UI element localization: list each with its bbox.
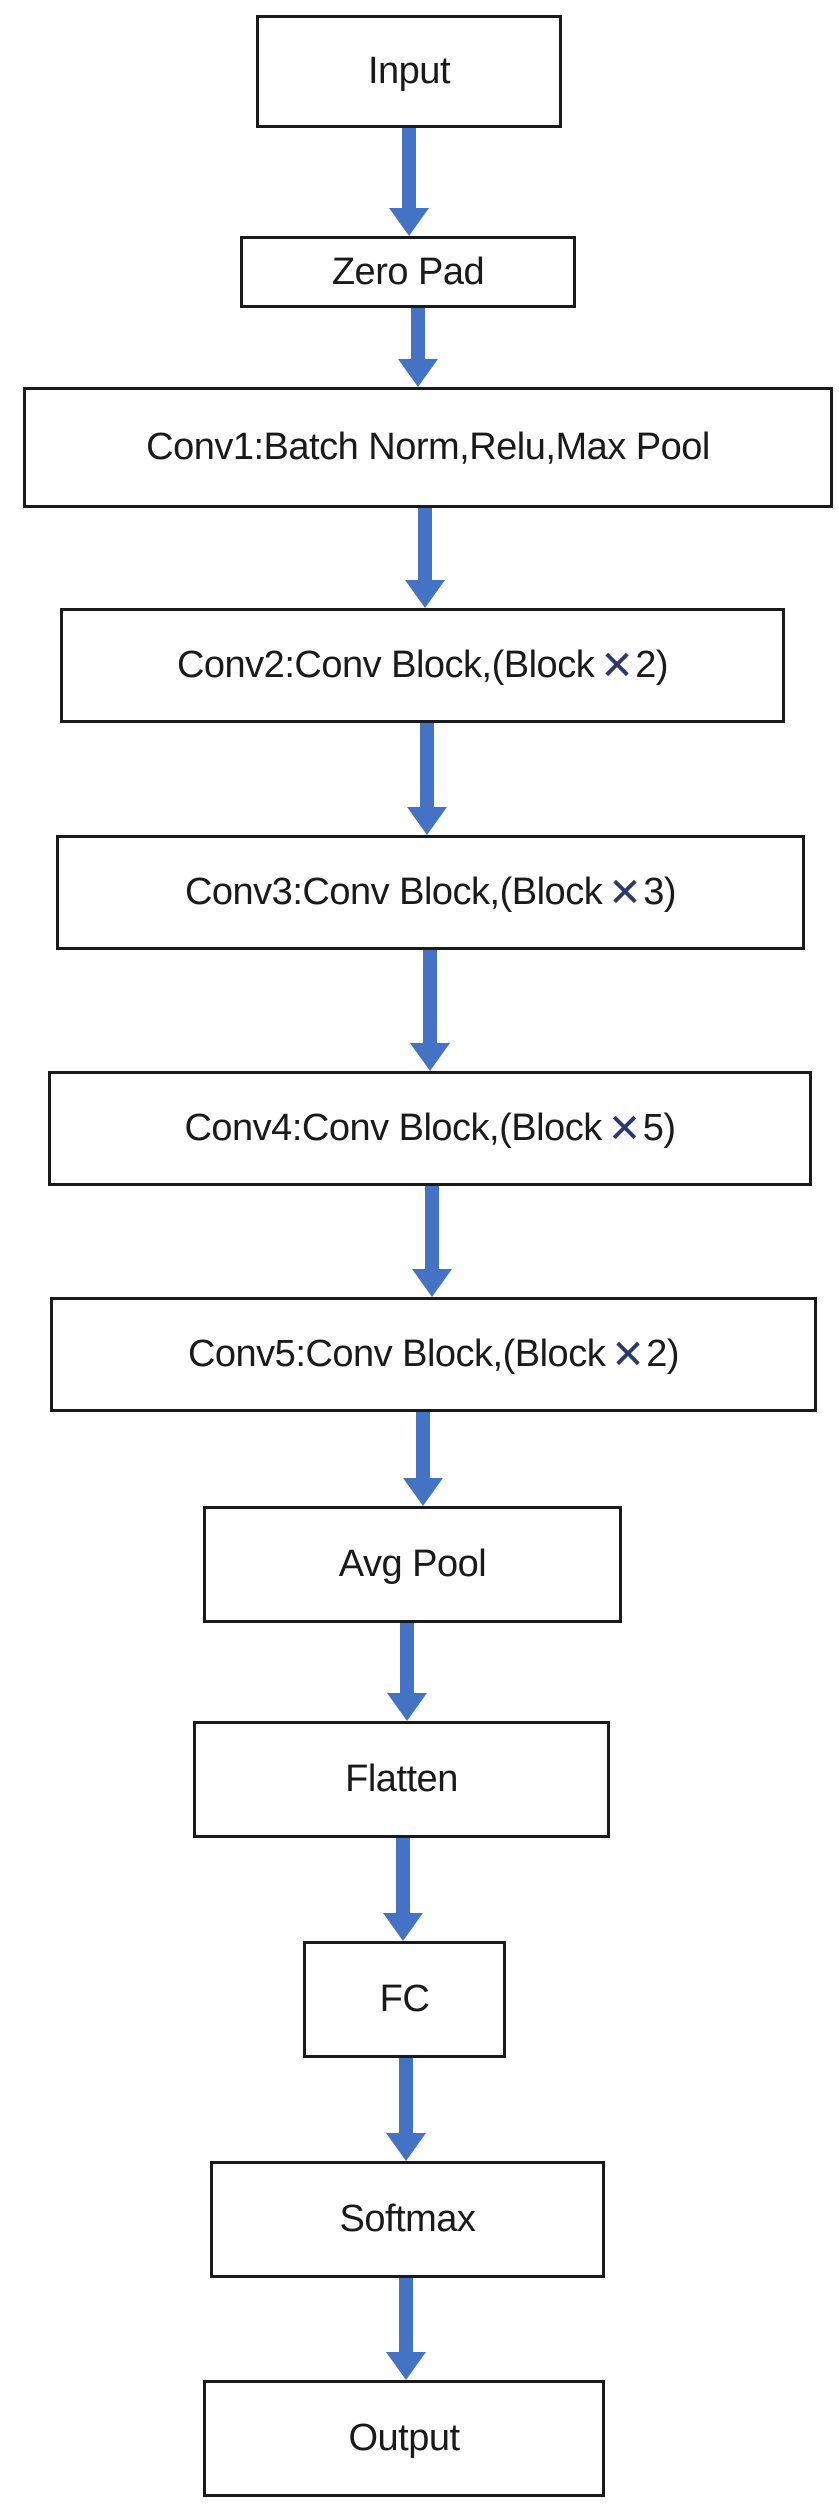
arrow-fc-to-softmax xyxy=(386,2058,426,2161)
node-conv3-label: Conv3:Conv Block,(Block xyxy=(184,871,603,913)
node-input: Input xyxy=(256,15,562,128)
node-conv1-label: Conv1:Batch Norm,Relu,Max Pool xyxy=(146,426,710,468)
node-fc: FC xyxy=(303,1941,506,2058)
node-flatten: Flatten xyxy=(193,1721,610,1838)
arrow-head xyxy=(383,1913,423,1941)
times-icon: ✕ xyxy=(607,1106,642,1151)
arrow-shaft xyxy=(399,2058,413,2135)
node-conv5-multiplier: 2) xyxy=(646,1333,680,1375)
arrow-conv4-to-conv5 xyxy=(412,1186,452,1297)
node-softmax: Softmax xyxy=(210,2161,605,2278)
arrow-shaft xyxy=(420,723,434,809)
arrow-shaft xyxy=(400,1623,414,1695)
node-conv5: Conv5:Conv Block,(Block ✕ 2) xyxy=(50,1297,817,1412)
node-flatten-label: Flatten xyxy=(345,1758,458,1800)
node-zero-pad-label: Zero Pad xyxy=(331,250,485,293)
arrow-head xyxy=(398,359,438,387)
arrow-softmax-to-output xyxy=(386,2278,426,2380)
arrow-shaft xyxy=(396,1838,410,1915)
arrow-head xyxy=(386,2352,426,2380)
node-conv2-multiplier: 2) xyxy=(635,644,669,686)
arrow-head xyxy=(389,208,429,236)
node-avg-pool: Avg Pool xyxy=(203,1506,622,1623)
arrow-head xyxy=(410,1043,450,1071)
times-icon: ✕ xyxy=(600,643,634,688)
arrow-head xyxy=(405,580,445,608)
arrow-shaft xyxy=(416,1412,430,1480)
arrow-conv2-to-conv3 xyxy=(407,723,447,835)
arrow-shaft xyxy=(418,508,432,582)
arrow-input-to-zero-pad xyxy=(389,128,429,236)
arrow-head xyxy=(403,1478,443,1506)
node-conv4-multiplier: 5) xyxy=(642,1107,676,1149)
node-conv2: Conv2:Conv Block,(Block ✕ 2) xyxy=(60,608,785,723)
node-fc-label: FC xyxy=(379,1978,430,2020)
node-output: Output xyxy=(203,2380,605,2497)
node-conv5-label: Conv5:Conv Block,(Block xyxy=(187,1333,606,1375)
node-conv1: Conv1:Batch Norm,Relu,Max Pool xyxy=(23,387,833,508)
arrow-head xyxy=(407,807,447,835)
arrow-zero-pad-to-conv1 xyxy=(398,308,438,387)
arrow-shaft xyxy=(411,308,425,361)
arrow-flatten-to-fc xyxy=(383,1838,423,1941)
node-conv2-label: Conv2:Conv Block,(Block xyxy=(176,644,595,686)
times-icon: ✕ xyxy=(608,870,642,915)
node-conv3-multiplier: 3) xyxy=(643,871,677,913)
times-icon: ✕ xyxy=(611,1332,645,1377)
node-output-label: Output xyxy=(348,2417,460,2459)
node-conv3: Conv3:Conv Block,(Block ✕ 3) xyxy=(56,835,805,950)
node-softmax-label: Softmax xyxy=(339,2198,476,2240)
arrow-avg-pool-to-flatten xyxy=(387,1623,427,1721)
arrow-conv1-to-conv2 xyxy=(405,508,445,608)
arrow-shaft xyxy=(402,128,416,210)
arrow-shaft xyxy=(399,2278,413,2354)
node-input-label: Input xyxy=(367,50,451,92)
arrow-shaft xyxy=(425,1186,439,1271)
node-conv4-label: Conv4:Conv Block,(Block xyxy=(184,1107,602,1149)
arrow-head xyxy=(386,2133,426,2161)
arrow-conv3-to-conv4 xyxy=(410,950,450,1071)
arrow-conv5-to-avg-pool xyxy=(403,1412,443,1506)
node-zero-pad: Zero Pad xyxy=(240,236,576,308)
node-avg-pool-label: Avg Pool xyxy=(338,1543,487,1585)
arrow-head xyxy=(412,1269,452,1297)
arrow-shaft xyxy=(423,950,437,1045)
arrow-head xyxy=(387,1693,427,1721)
node-conv4: Conv4:Conv Block,(Block ✕ 5) xyxy=(48,1071,812,1186)
